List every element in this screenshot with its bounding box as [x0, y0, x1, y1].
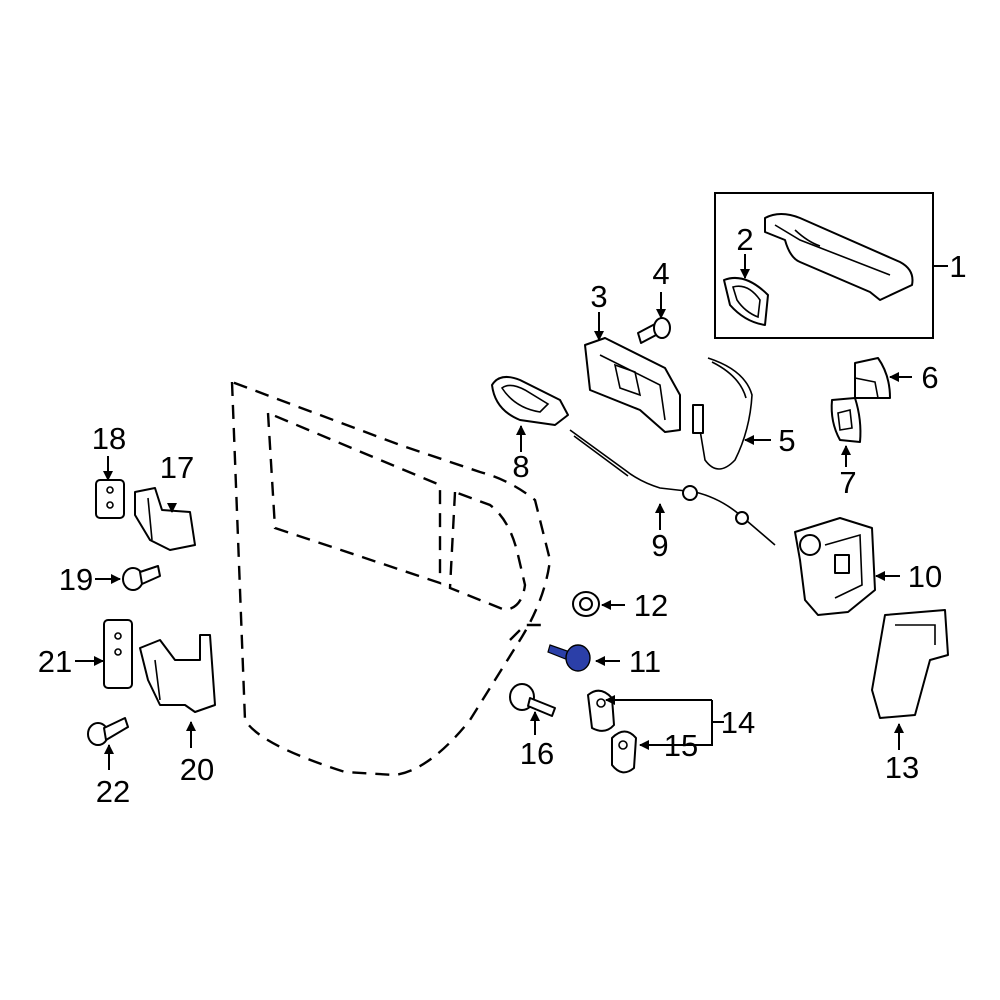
latch-bracket-part: [871, 609, 949, 719]
striker-plate-part: [587, 689, 615, 732]
callout-22: 22: [96, 774, 130, 809]
callout-2: 2: [736, 222, 753, 257]
bolt-part-4: [637, 317, 671, 344]
inner-handle-part: [491, 375, 569, 426]
leader-lines: [75, 254, 912, 770]
cylinder-cover-part: [830, 397, 862, 443]
callout-18: 18: [92, 421, 126, 456]
shim-part: [611, 730, 637, 774]
callout-3: 3: [590, 279, 607, 314]
callout-1: 1: [949, 249, 966, 284]
striker-bolt-part: [547, 644, 591, 672]
callout-16: 16: [520, 736, 554, 771]
bolt-part-16: [509, 683, 556, 717]
callout-6: 6: [921, 360, 938, 395]
callout-labels: 1 2 3 4 5 6 7 8 9 10 11 12 13 14 15 16 1…: [38, 222, 967, 809]
hinge-shim-part-18: [95, 479, 125, 519]
striker-bolt-head: [565, 644, 591, 672]
outer-handle-part: [764, 213, 914, 301]
door-outline: [230, 380, 552, 777]
callout-7: 7: [839, 465, 856, 500]
callout-12: 12: [634, 588, 668, 623]
callout-17: 17: [160, 450, 194, 485]
bumper-part: [572, 591, 600, 617]
upper-hinge-part: [134, 487, 196, 551]
lock-cap-part: [854, 357, 891, 399]
handle-carrier-part: [584, 337, 681, 433]
callout-5: 5: [778, 423, 795, 458]
inside-cable-part: [569, 429, 776, 546]
bolt-part-22: [87, 717, 129, 746]
handle-gasket-part: [723, 276, 769, 326]
callout-10: 10: [908, 559, 942, 594]
lower-hinge-part: [139, 634, 216, 713]
door-latch-part: [794, 517, 876, 616]
callout-11: 11: [629, 644, 661, 679]
hinge-shim-part-21: [103, 619, 133, 689]
callout-4: 4: [652, 256, 669, 291]
callout-20: 20: [180, 752, 214, 787]
callout-8: 8: [512, 449, 529, 484]
callout-13: 13: [885, 750, 919, 785]
release-cable-part: [692, 357, 753, 470]
callout-15: 15: [664, 728, 698, 763]
callout-9: 9: [651, 528, 668, 563]
callout-21: 21: [38, 644, 72, 679]
callout-19: 19: [59, 562, 93, 597]
bolt-part-19: [122, 565, 161, 591]
callout-14: 14: [721, 705, 755, 740]
